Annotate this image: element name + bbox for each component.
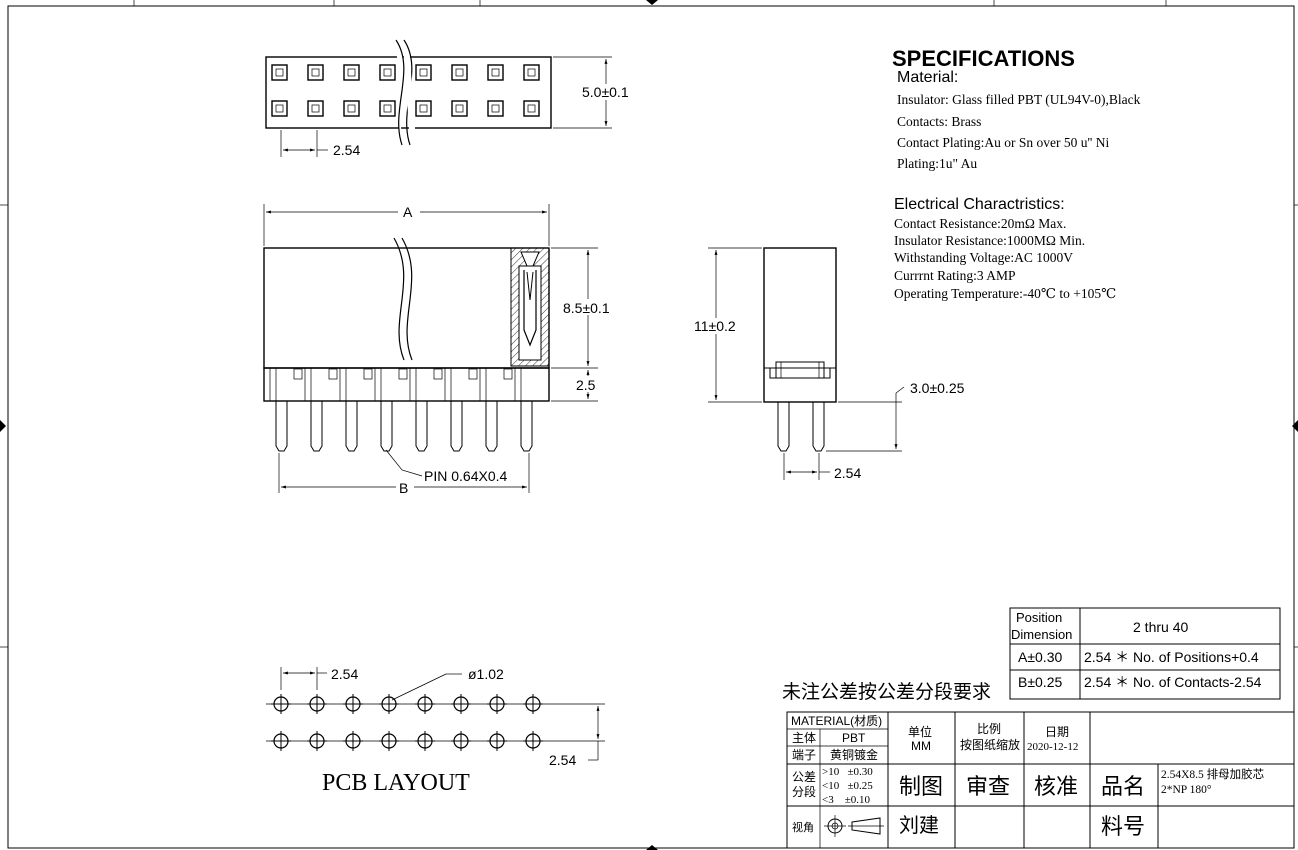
title-block: MATERIAL(材质) 主体 PBT 端子 黄铜镀金 单位 MM 比例 按图纸… [786,711,1295,849]
tb-approve-label: 核准 [1034,774,1078,799]
tb-tol-label-2: 分段 [792,784,816,799]
front-view-section [510,247,550,367]
specs-title: SPECIFICATIONS [892,46,1075,71]
spec-line: Insulator: Glass filled PBT (UL94V-0),Bl… [897,92,1141,107]
dimtable-row-label: B±0.25 [1018,674,1062,690]
dimtable-row-label: A±0.30 [1018,649,1062,665]
top-view: 5.0±0.1 2.54 [265,39,634,158]
dimtable-row-formula: 2.54 ＊ No. of Contacts-2.54 [1084,674,1262,690]
tb-view-label: 视角 [792,820,814,834]
dim-pcb-hole: ø1.02 [468,666,504,682]
tb-tol-row: >10 ±0.30 [822,766,873,778]
tb-draw-label: 制图 [899,774,943,799]
tb-material-label: MATERIAL(材质) [791,714,882,728]
specs-material-heading: Material: [897,69,958,86]
tb-check-label: 审查 [966,774,1010,799]
tb-scale-label: 比例 [977,722,1001,736]
dim-front-A: A [403,204,413,220]
tb-tol-row: <3 ±0.10 [822,794,870,806]
dimtable-row-formula: 2.54 ＊ No. of Positions+0.4 [1084,649,1259,665]
tb-name-value-2: 2*NP 180° [1161,784,1212,796]
tb-terminal-label: 端子 [792,748,816,762]
dim-front-pin-label: PIN 0.64X0.4 [424,468,507,484]
spec-line: Operating Temperature:-40℃ to +105℃ [894,286,1116,301]
top-view-contacts [271,64,540,117]
tb-tol-row: <10 ±0.25 [822,780,873,792]
dimension-table: Position Dimension 2 thru 40 A±0.30 2.54… [1009,607,1281,700]
tb-date-label: 日期 [1045,725,1069,739]
tb-body-label: 主体 [792,731,816,745]
projection-symbol-icon [824,815,884,837]
tb-name-label: 品名 [1101,774,1145,799]
specifications-block: SPECIFICATIONS Material: Insulator: Glas… [892,46,1141,301]
dim-top-pitch: 2.54 [333,142,360,158]
dim-pcb-pitch-y: 2.54 [549,752,576,768]
dimtable-header-left-2: Dimension [1011,627,1072,642]
dim-front-body-height: 8.5±0.1 [563,300,610,316]
dim-side-tail: 3.0±0.25 [910,380,965,396]
dim-top-height: 5.0±0.1 [582,84,629,100]
spec-line: Insulator Resistance:1000MΩ Min. [894,233,1085,248]
dimtable-header-right: 2 thru 40 [1133,619,1188,635]
dim-pcb-pitch-x: 2.54 [331,666,358,682]
dim-front-B: B [399,480,408,496]
tb-drawer: 刘建 [899,814,939,837]
front-view: A [263,203,616,496]
spec-line: Plating:1u" Au [897,156,977,171]
tb-unit-label: 单位 [908,724,932,739]
tb-part-no-label: 料号 [1101,814,1145,839]
pcb-layout: 2.54 ø1.02 2.54 P [266,666,605,796]
tb-terminal-value: 黄铜镀金 [830,747,878,762]
spec-line: Currrnt Rating:3 AMP [894,268,1016,283]
spec-line: Withstanding Voltage:AC 1000V [894,250,1073,265]
tolerance-note: 未注公差按公差分段要求 [782,681,991,703]
front-view-pins [269,368,533,452]
side-view: 11±0.2 3.0±0.25 2.54 [692,247,965,481]
dim-side-pitch: 2.54 [834,465,861,481]
dim-front-pin-base: 2.5 [576,377,596,393]
tb-tol-label-1: 公差 [792,770,816,784]
tb-body-value: PBT [842,731,866,745]
specs-electrical-heading: Electrical Charactristics: [894,196,1065,213]
spec-line: Contact Plating:Au or Sn over 50 u'' Ni [897,135,1109,150]
tb-unit-value: MM [911,739,931,753]
tb-date-value: 2020-12-12 [1027,741,1078,753]
dim-side-total-height: 11±0.2 [694,318,736,334]
tb-name-value-1: 2.54X8.5 排母加胶芯 [1161,767,1264,781]
dimtable-header-left: Position [1016,610,1062,625]
pcb-layout-title: PCB LAYOUT [322,770,470,796]
tb-scale-value: 按图纸缩放 [960,737,1020,752]
spec-line: Contacts: Brass [897,114,981,129]
pcb-holes [266,694,548,751]
spec-line: Contact Resistance:20mΩ Max. [894,216,1066,231]
